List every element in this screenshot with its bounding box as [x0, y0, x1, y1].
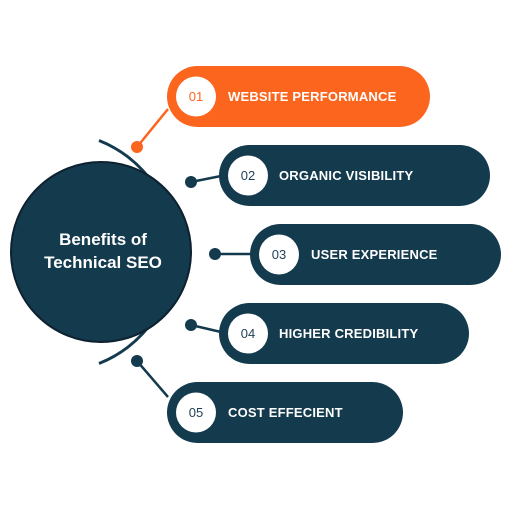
connector-dot-1: [131, 141, 143, 153]
benefit-pill-3: [250, 224, 501, 285]
benefit-item-4[interactable]: 04 HIGHER CREDIBILITY: [219, 303, 469, 364]
benefit-label-3: USER EXPERIENCE: [311, 247, 438, 262]
center-title-line-1: Benefits of: [59, 230, 147, 249]
number-badge-5: [176, 392, 216, 433]
number-badge-2: [228, 155, 268, 196]
benefit-number-3: 03: [272, 247, 286, 262]
center-circle-shape: [10, 161, 192, 343]
benefit-item-2[interactable]: 02 ORGANIC VISIBILITY: [219, 145, 490, 206]
benefit-number-2: 02: [241, 168, 255, 183]
connector-4: [185, 319, 222, 334]
benefit-label-2: ORGANIC VISIBILITY: [279, 168, 413, 183]
center-title-line-2: Technical SEO: [44, 253, 162, 272]
connector-3: [209, 248, 252, 260]
benefit-item-5[interactable]: 05 COST EFFECIENT: [167, 382, 403, 443]
benefit-number-5: 05: [189, 405, 203, 420]
center-circle: Benefits of Technical SEO: [10, 161, 192, 343]
number-badge-4: [228, 313, 268, 354]
benefit-label-1: WEBSITE PERFORMANCE: [228, 89, 397, 104]
number-badge-3: [259, 234, 299, 275]
benefit-pill-1: [167, 66, 430, 127]
connector-dot-4: [185, 319, 197, 331]
connector-dot-5: [131, 355, 143, 367]
benefit-number-4: 04: [241, 326, 255, 341]
benefit-pill-4: [219, 303, 469, 364]
benefit-label-4: HIGHER CREDIBILITY: [279, 326, 419, 341]
connector-line-5: [136, 360, 169, 398]
connector-1: [131, 108, 169, 153]
number-badge-1: [176, 76, 216, 117]
benefit-item-1[interactable]: 01 WEBSITE PERFORMANCE: [167, 66, 430, 127]
connector-line-1: [136, 108, 169, 148]
benefit-label-5: COST EFFECIENT: [228, 405, 343, 420]
benefit-number-1: 01: [189, 89, 203, 104]
connector-2: [185, 174, 222, 188]
connector-dot-2: [185, 176, 197, 188]
benefit-pill-5: [167, 382, 403, 443]
benefit-pill-2: [219, 145, 490, 206]
benefit-item-3[interactable]: 03 USER EXPERIENCE: [250, 224, 501, 285]
connector-5: [131, 355, 169, 398]
connector-dot-3: [209, 248, 221, 260]
